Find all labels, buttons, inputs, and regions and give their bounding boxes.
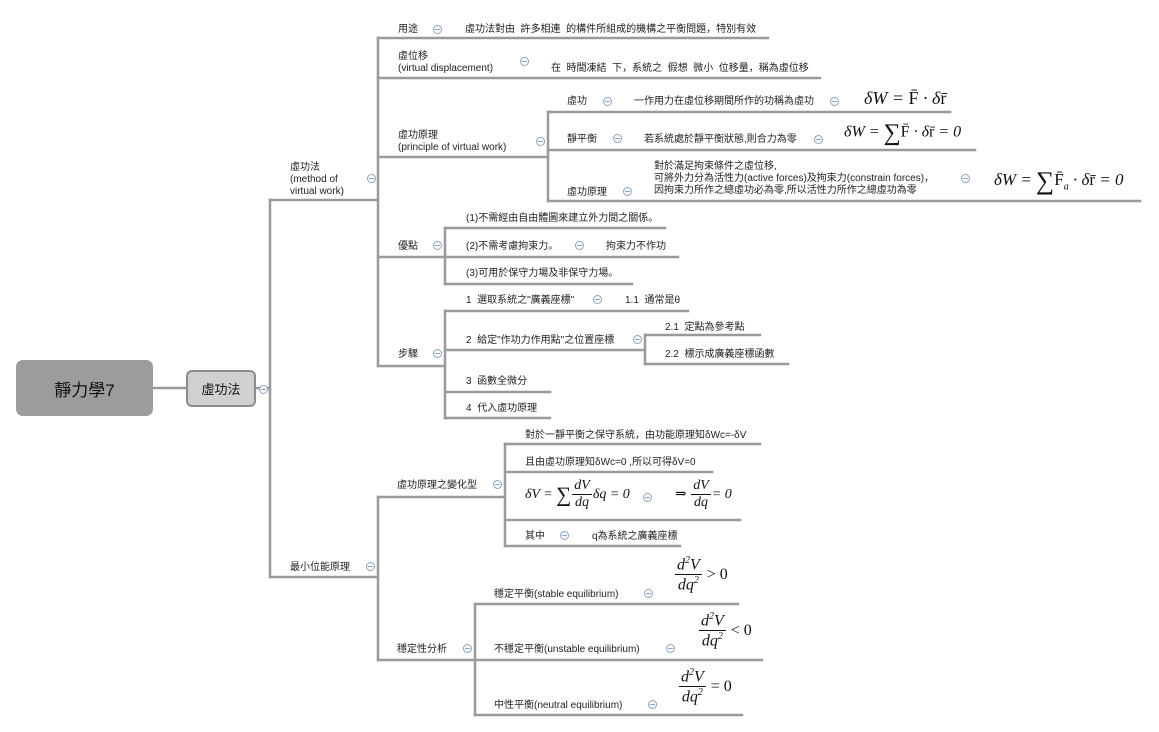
virtual-work-equation: δW = F̄ · δr̄ xyxy=(864,88,947,108)
branch-virtual-work-line: virtual work) xyxy=(290,186,344,197)
principle-label[interactable]: 虛功原理(principle of virtual work) xyxy=(398,130,506,154)
collapse-icon[interactable] xyxy=(366,562,375,571)
collapse-icon[interactable] xyxy=(575,241,584,250)
stability-label[interactable]: 穩定性分析 xyxy=(397,644,447,655)
collapse-icon[interactable] xyxy=(433,241,442,250)
static-equilibrium-equation: δW = ∑F̄ · δr̄ = 0 xyxy=(844,120,962,146)
step-item[interactable]: 1 選取系統之"廣義座標" xyxy=(466,295,575,306)
usage-text[interactable]: 虛功法對由 許多相連 的構件所組成的機構之平衡問題，特別有效 xyxy=(465,24,757,35)
collapse-icon[interactable] xyxy=(830,97,839,106)
collapse-icon[interactable] xyxy=(603,97,612,106)
virtual-displacement-line: (virtual displacement) xyxy=(398,63,494,74)
principle-statement-label[interactable]: 虛功原理 xyxy=(567,187,607,198)
collapse-icon[interactable] xyxy=(367,174,376,183)
where-label[interactable]: 其中 xyxy=(525,531,545,542)
usage-label[interactable]: 用途 xyxy=(398,24,418,35)
collapse-icon[interactable] xyxy=(463,644,472,653)
collapse-icon[interactable] xyxy=(613,134,622,143)
variation-label[interactable]: 虛功原理之變化型 xyxy=(397,480,477,491)
advantage-item[interactable]: (3)可用於保守力場及非保守力場。 xyxy=(466,268,619,279)
collapse-icon[interactable] xyxy=(593,295,602,304)
collapse-icon[interactable] xyxy=(644,589,653,598)
principle-line: 虛功原理 xyxy=(398,130,438,141)
main-topic-label: 虛功法 xyxy=(201,382,241,397)
principle-statement-text[interactable]: 對於滿足拘束條件之虛位移,可將外力分為活性力(active forces)及拘束… xyxy=(654,161,934,197)
collapse-icon[interactable] xyxy=(633,335,642,344)
step-detail[interactable]: 1.1 通常是θ xyxy=(625,295,681,306)
branch-virtual-work-line: (method of xyxy=(290,174,338,185)
collapse-icon[interactable] xyxy=(814,135,823,144)
steps-label[interactable]: 步驟 xyxy=(398,349,418,360)
where-text[interactable]: q為系統之廣義座標 xyxy=(592,531,678,542)
variation-line[interactable]: 對於一靜平衡之保守系統，由功能原理知δWc=-δV xyxy=(525,430,747,441)
advantage-item[interactable]: (1)不需經由自由體圖來建立外力間之關係。 xyxy=(466,213,659,224)
static-equilibrium-text[interactable]: 若系統處於靜平衡狀態,則合力為零 xyxy=(644,134,797,145)
collapse-icon[interactable] xyxy=(433,25,442,34)
advantage-item-detail[interactable]: 拘束力不作功 xyxy=(606,241,666,252)
collapse-icon[interactable] xyxy=(560,531,569,540)
principle-statement-line: 因拘束力所作之總虛功必為零,所以活性力所作之總虛功為零 xyxy=(654,185,917,196)
principle-statement-line: 可將外力分為活性力(active forces)及拘束力(constrain f… xyxy=(654,173,935,184)
collapse-icon[interactable] xyxy=(643,493,652,502)
collapse-icon[interactable] xyxy=(961,174,970,183)
advantage-item[interactable]: (2)不需考慮拘束力。 xyxy=(466,241,559,252)
principle-statement-equation: δW = ∑F̄a · δr̄ = 0 xyxy=(994,166,1124,195)
advantages-label[interactable]: 優點 xyxy=(398,241,418,252)
collapse-icon[interactable] xyxy=(666,644,675,653)
virtual-work-text[interactable]: 一作用力在虛位移期間所作的功稱為虛功 xyxy=(634,96,814,107)
branch-min-potential-label[interactable]: 最小位能原理 xyxy=(290,562,350,573)
virtual-work-label[interactable]: 虛功 xyxy=(567,96,587,107)
step-item[interactable]: 3 函數全微分 xyxy=(466,376,528,387)
step-item[interactable]: 4 代入虛功原理 xyxy=(466,403,538,414)
branch-virtual-work-line: 虛功法 xyxy=(290,162,320,173)
collapse-icon[interactable] xyxy=(623,187,632,196)
collapse-icon[interactable] xyxy=(648,700,657,709)
step-detail[interactable]: 2.2 標示成廣義座標函數 xyxy=(665,349,775,360)
collapse-icon[interactable] xyxy=(520,57,529,66)
virtual-displacement-label[interactable]: 虛位移(virtual displacement) xyxy=(398,51,493,75)
root-topic[interactable]: 靜力學7 xyxy=(16,360,153,416)
collapse-icon[interactable] xyxy=(433,349,442,358)
variation-line[interactable]: 且由虛功原理知δWc=0 ,所以可得δV=0 xyxy=(525,457,696,468)
static-equilibrium-label[interactable]: 靜平衡 xyxy=(567,134,597,145)
root-topic-label: 靜力學7 xyxy=(54,380,115,400)
virtual-displacement-text[interactable]: 在 時間凍結 下，系統之 假想 微小 位移量，稱為虛位移 xyxy=(551,63,809,74)
unstable-equilibrium-label[interactable]: 不穩定平衡(unstable equilibrium) xyxy=(494,644,640,655)
main-topic[interactable]: 虛功法 xyxy=(186,370,256,407)
step-detail[interactable]: 2.1 定點為參考點 xyxy=(665,322,745,333)
principle-line: (principle of virtual work) xyxy=(398,142,507,153)
stable-equilibrium-label[interactable]: 穩定平衡(stable equilibrium) xyxy=(494,589,619,600)
collapse-icon[interactable] xyxy=(536,137,545,146)
virtual-displacement-line: 虛位移 xyxy=(398,51,428,62)
principle-statement-line: 對於滿足拘束條件之虛位移, xyxy=(654,161,777,172)
neutral-equilibrium-label[interactable]: 中性平衡(neutral equilibrium) xyxy=(494,700,623,711)
collapse-icon[interactable] xyxy=(493,480,502,489)
step-item[interactable]: 2 給定"作功力作用點"之位置座標 xyxy=(466,335,615,346)
collapse-icon[interactable] xyxy=(259,385,268,394)
